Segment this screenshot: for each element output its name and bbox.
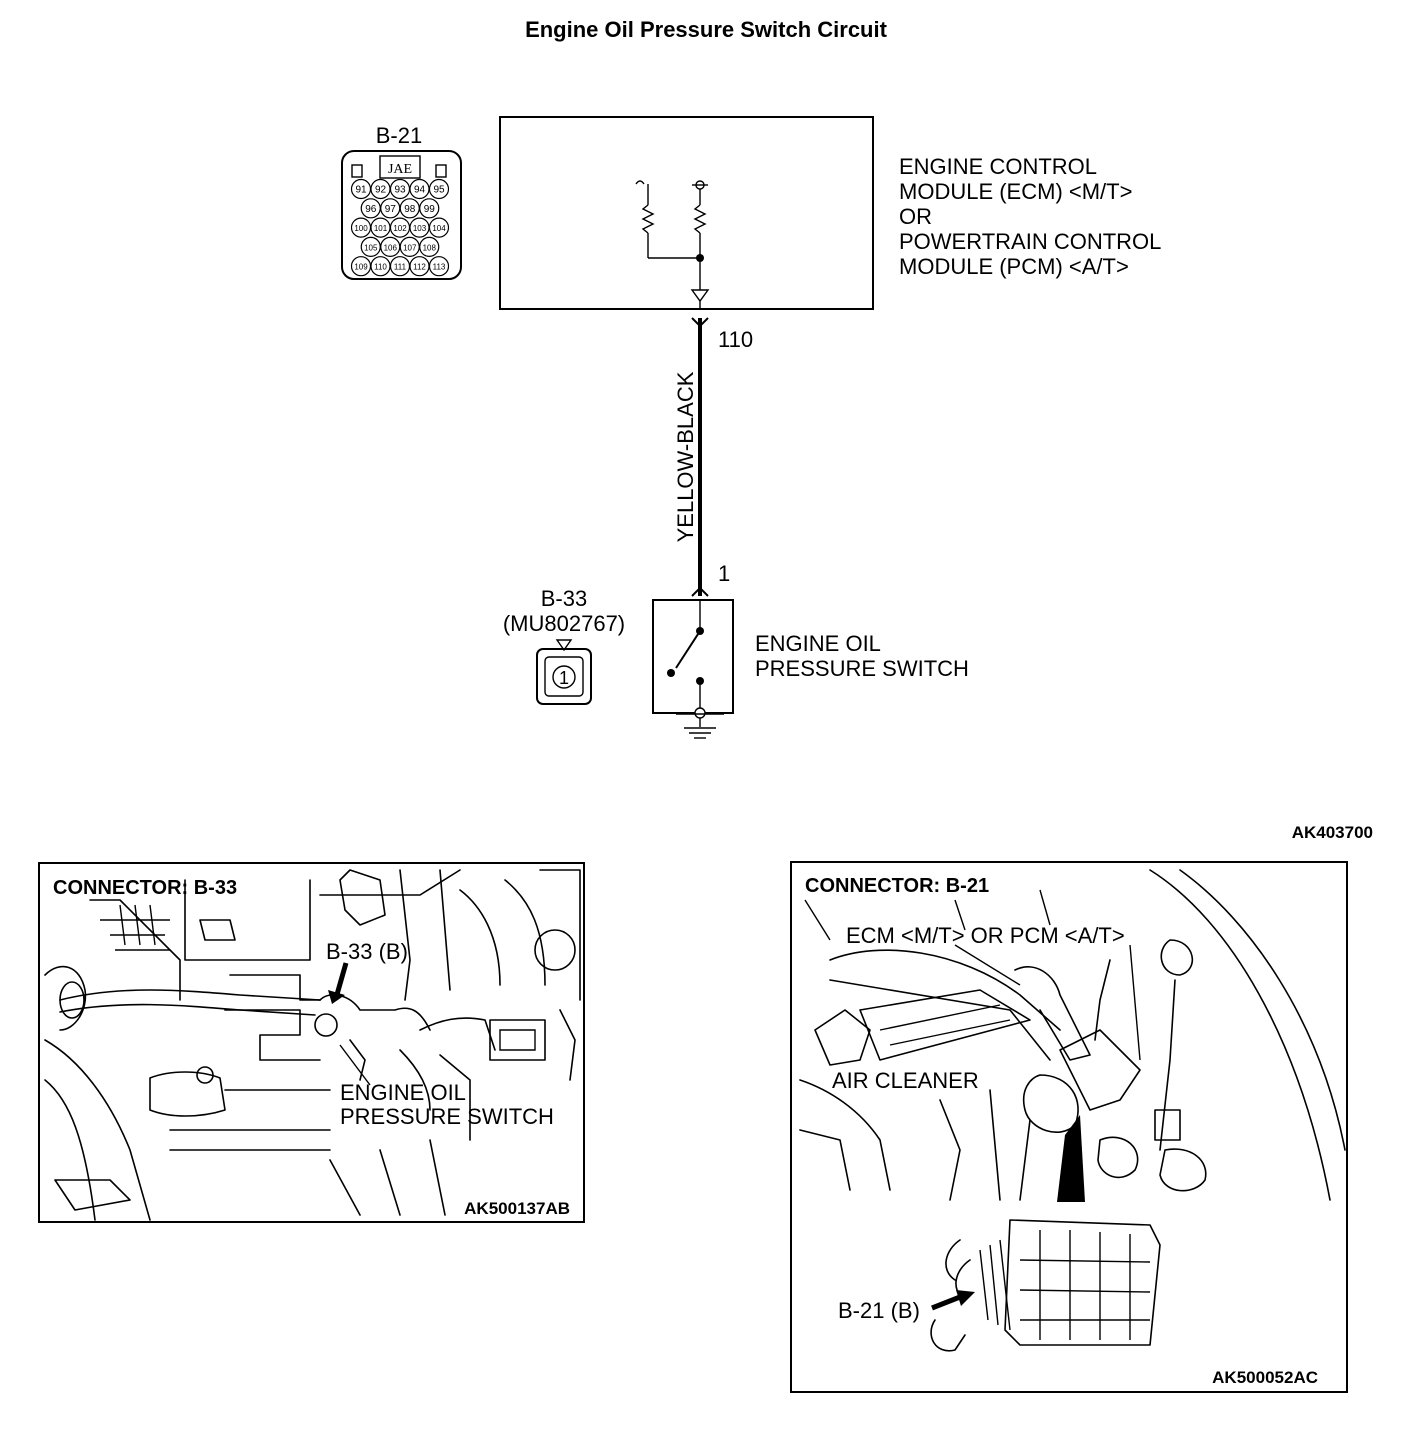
b21-pin-number: 96 (365, 204, 377, 215)
b21-brand-box (379, 155, 421, 179)
photo-left-code: AK500137AB (464, 1199, 570, 1218)
b21-pin-number: 101 (374, 224, 388, 233)
b21-pin-circle (428, 256, 450, 277)
ecm-label-line-5: MODULE (PCM) <A/T> (899, 254, 1129, 279)
switch-terminal-number: 1 (718, 561, 730, 586)
b21-connector-housing (341, 150, 462, 280)
b21-pin-circle (419, 236, 440, 257)
photo-right-ecm-label: ECM <M/T> OR PCM <A/T> (846, 923, 1125, 948)
b21-brand-label: JAE (388, 162, 412, 177)
ecm-label-line-1: ENGINE CONTROL (899, 154, 1097, 179)
photo-panel-b21: CONNECTOR: B-21 ECM <M/T> OR PCM <A/T> A… (790, 861, 1348, 1393)
photo-right-air-cleaner-label: AIR CLEANER (832, 1068, 979, 1093)
photo-left-label-line-2: PRESSURE SWITCH (340, 1104, 554, 1129)
b21-pin-circle (428, 178, 450, 200)
photo-right-code: AK500052AC (1212, 1368, 1318, 1387)
b21-pin-number: 108 (423, 243, 437, 252)
photo-frame-right (790, 861, 1348, 1393)
diagram-code: AK403700 (1292, 823, 1373, 842)
b21-pin-grid: 91 92 93 94 95 96 97 98 99 100 101 102 103 104 105 106 1… (350, 178, 450, 277)
b33-connector-face: B-33 (MU802767) 1 (503, 586, 625, 705)
photo-right-header: CONNECTOR: B-21 (805, 875, 989, 897)
photo-left-label-line-1: ENGINE OIL (340, 1080, 466, 1105)
ecm-module (499, 116, 874, 310)
ecm-module-photo (1004, 1219, 1161, 1346)
b33-part-number: (MU802767) (503, 611, 625, 636)
switch-contact-arm (675, 630, 701, 669)
b33-connector-label: B-33 (541, 586, 587, 611)
b21-pin-number: 106 (384, 243, 398, 252)
b21-connector-label: B-21 (376, 123, 422, 148)
photo-left-callout: B-33 (B) (326, 939, 408, 964)
b21-pin-number: 113 (433, 263, 446, 272)
signal-wire: 110 YELLOW-BLACK 1 (673, 317, 753, 597)
b21-pin-number: 100 (354, 224, 368, 233)
ecm-ground-symbol (690, 289, 710, 303)
b21-pin-circle (428, 217, 450, 238)
b21-pin-number: 97 (385, 204, 397, 215)
photo-panel-b33: CONNECTOR: B-33 B-33 (B) ENGINE OIL PRES… (38, 862, 585, 1223)
ecm-box (499, 116, 874, 310)
ecm-right-resistor (693, 204, 707, 234)
b21-pin-number: 110 (374, 263, 387, 272)
switch-label-line-2: PRESSURE SWITCH (755, 656, 969, 681)
ecm-terminal-number: 110 (718, 327, 753, 352)
b21-pin-number: 93 (394, 185, 406, 196)
b21-pin-number: 94 (414, 185, 426, 196)
b21-pin-number: 95 (433, 185, 445, 196)
b21-pin-number: 104 (432, 224, 446, 233)
photo-frame-left (38, 862, 585, 1223)
oil-switch-photo (314, 1013, 338, 1037)
switch-box (652, 599, 734, 714)
b21-pin-number: 107 (403, 243, 417, 252)
b33-key-indicator (555, 639, 573, 652)
wire-color-label: YELLOW-BLACK (673, 371, 698, 542)
engine-sketch-left (44, 869, 581, 1221)
photo-left-header: CONNECTOR: B-33 (53, 877, 237, 899)
ecm-label-line-2: MODULE (ECM) <M/T> (899, 179, 1132, 204)
b21-pin-number: 103 (413, 224, 427, 233)
switch-ground-terminal (694, 707, 706, 719)
b33-pin-circle (552, 665, 576, 689)
b21-pin-number: 98 (404, 204, 416, 215)
b21-pin-number: 111 (394, 263, 407, 272)
b21-lock-tab-left (351, 164, 363, 178)
b21-connector-face: B-21 JAE 91 92 93 94 95 96 97 98 99 100 101 102 103 1… (341, 123, 462, 280)
ecm-left-resistor (641, 204, 655, 234)
oil-pressure-switch (652, 599, 734, 739)
ecm-label-line-4: POWERTRAIN CONTROL (899, 229, 1161, 254)
photo-right-callout: B-21 (B) (838, 1298, 920, 1323)
b21-pin-number: 92 (375, 185, 387, 196)
switch-label-line-1: ENGINE OIL (755, 631, 881, 656)
b21-pin-number: 99 (424, 204, 436, 215)
b21-pin-number: 91 (355, 185, 367, 196)
ecm-junction-dot (696, 254, 704, 262)
diagram-title: Engine Oil Pressure Switch Circuit (525, 17, 888, 42)
ecm-left-supply-symbol (635, 180, 645, 185)
b21-pin-number: 109 (354, 263, 368, 272)
b21-pin-number: 112 (413, 263, 426, 272)
b33-connector-housing (536, 648, 592, 705)
ecm-label: ENGINE CONTROL MODULE (ECM) <M/T> OR POW… (899, 154, 1161, 279)
b21-pin-number: 102 (393, 224, 407, 233)
switch-terminal-arrow (691, 586, 709, 597)
ecm-label-line-3: OR (899, 204, 932, 229)
b21-pin-number: 105 (364, 243, 378, 252)
engine-sketch-right (799, 869, 1346, 1352)
b21-lock-tab-right (435, 164, 447, 178)
b33-pin-number: 1 (559, 668, 569, 688)
b21-pin-circle (419, 198, 440, 219)
